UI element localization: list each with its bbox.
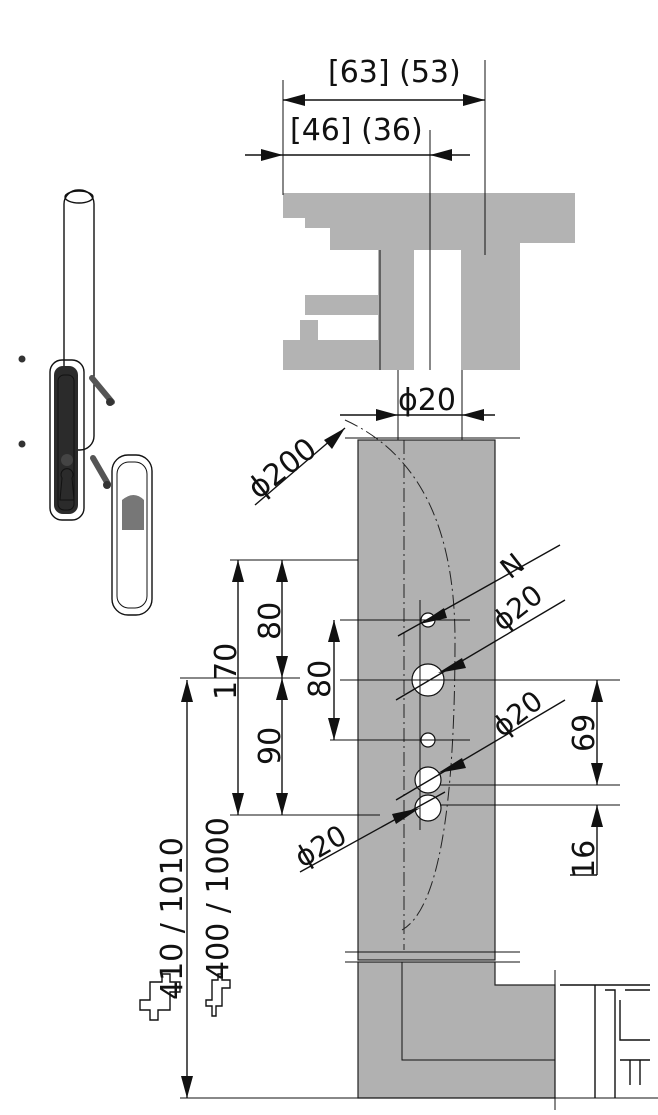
- label-63-53: [63] (53): [328, 55, 461, 90]
- dim-handle-height: 410 / 1010 400 / 1000: [155, 680, 658, 1099]
- label-46-36: [46] (36): [290, 113, 423, 148]
- label-410-1010: 410 / 1010: [155, 837, 190, 1000]
- label-69: 69: [567, 714, 602, 752]
- label-16: 16: [567, 840, 602, 878]
- label-170: 170: [209, 643, 244, 700]
- dim-spindle: ϕ20: [340, 370, 495, 440]
- frame-bottom-right: [554, 970, 650, 1110]
- label-90: 90: [253, 727, 288, 765]
- dim-radius: ϕ200: [241, 427, 346, 506]
- frame-profile: [283, 193, 575, 370]
- profile-icons: [139, 973, 231, 1021]
- label-radius: ϕ200: [241, 431, 323, 506]
- dim-vertical-left: 170 80 90 80: [180, 559, 380, 816]
- label-80-upper: 80: [253, 602, 288, 640]
- holes: [330, 600, 620, 830]
- dim-top-inner: [46] (36): [245, 113, 470, 370]
- sash-bar: [344, 419, 556, 1099]
- label-spindle-diameter: ϕ20: [398, 383, 456, 418]
- label-hole-3: ϕ20: [289, 818, 352, 874]
- dim-vertical-right: 69 16: [567, 680, 603, 878]
- label-400-1000: 400 / 1000: [201, 817, 236, 980]
- dim-top-outer: [63] (53): [282, 55, 486, 255]
- label-80-left: 80: [303, 660, 338, 698]
- handle-illustration: [18, 189, 153, 616]
